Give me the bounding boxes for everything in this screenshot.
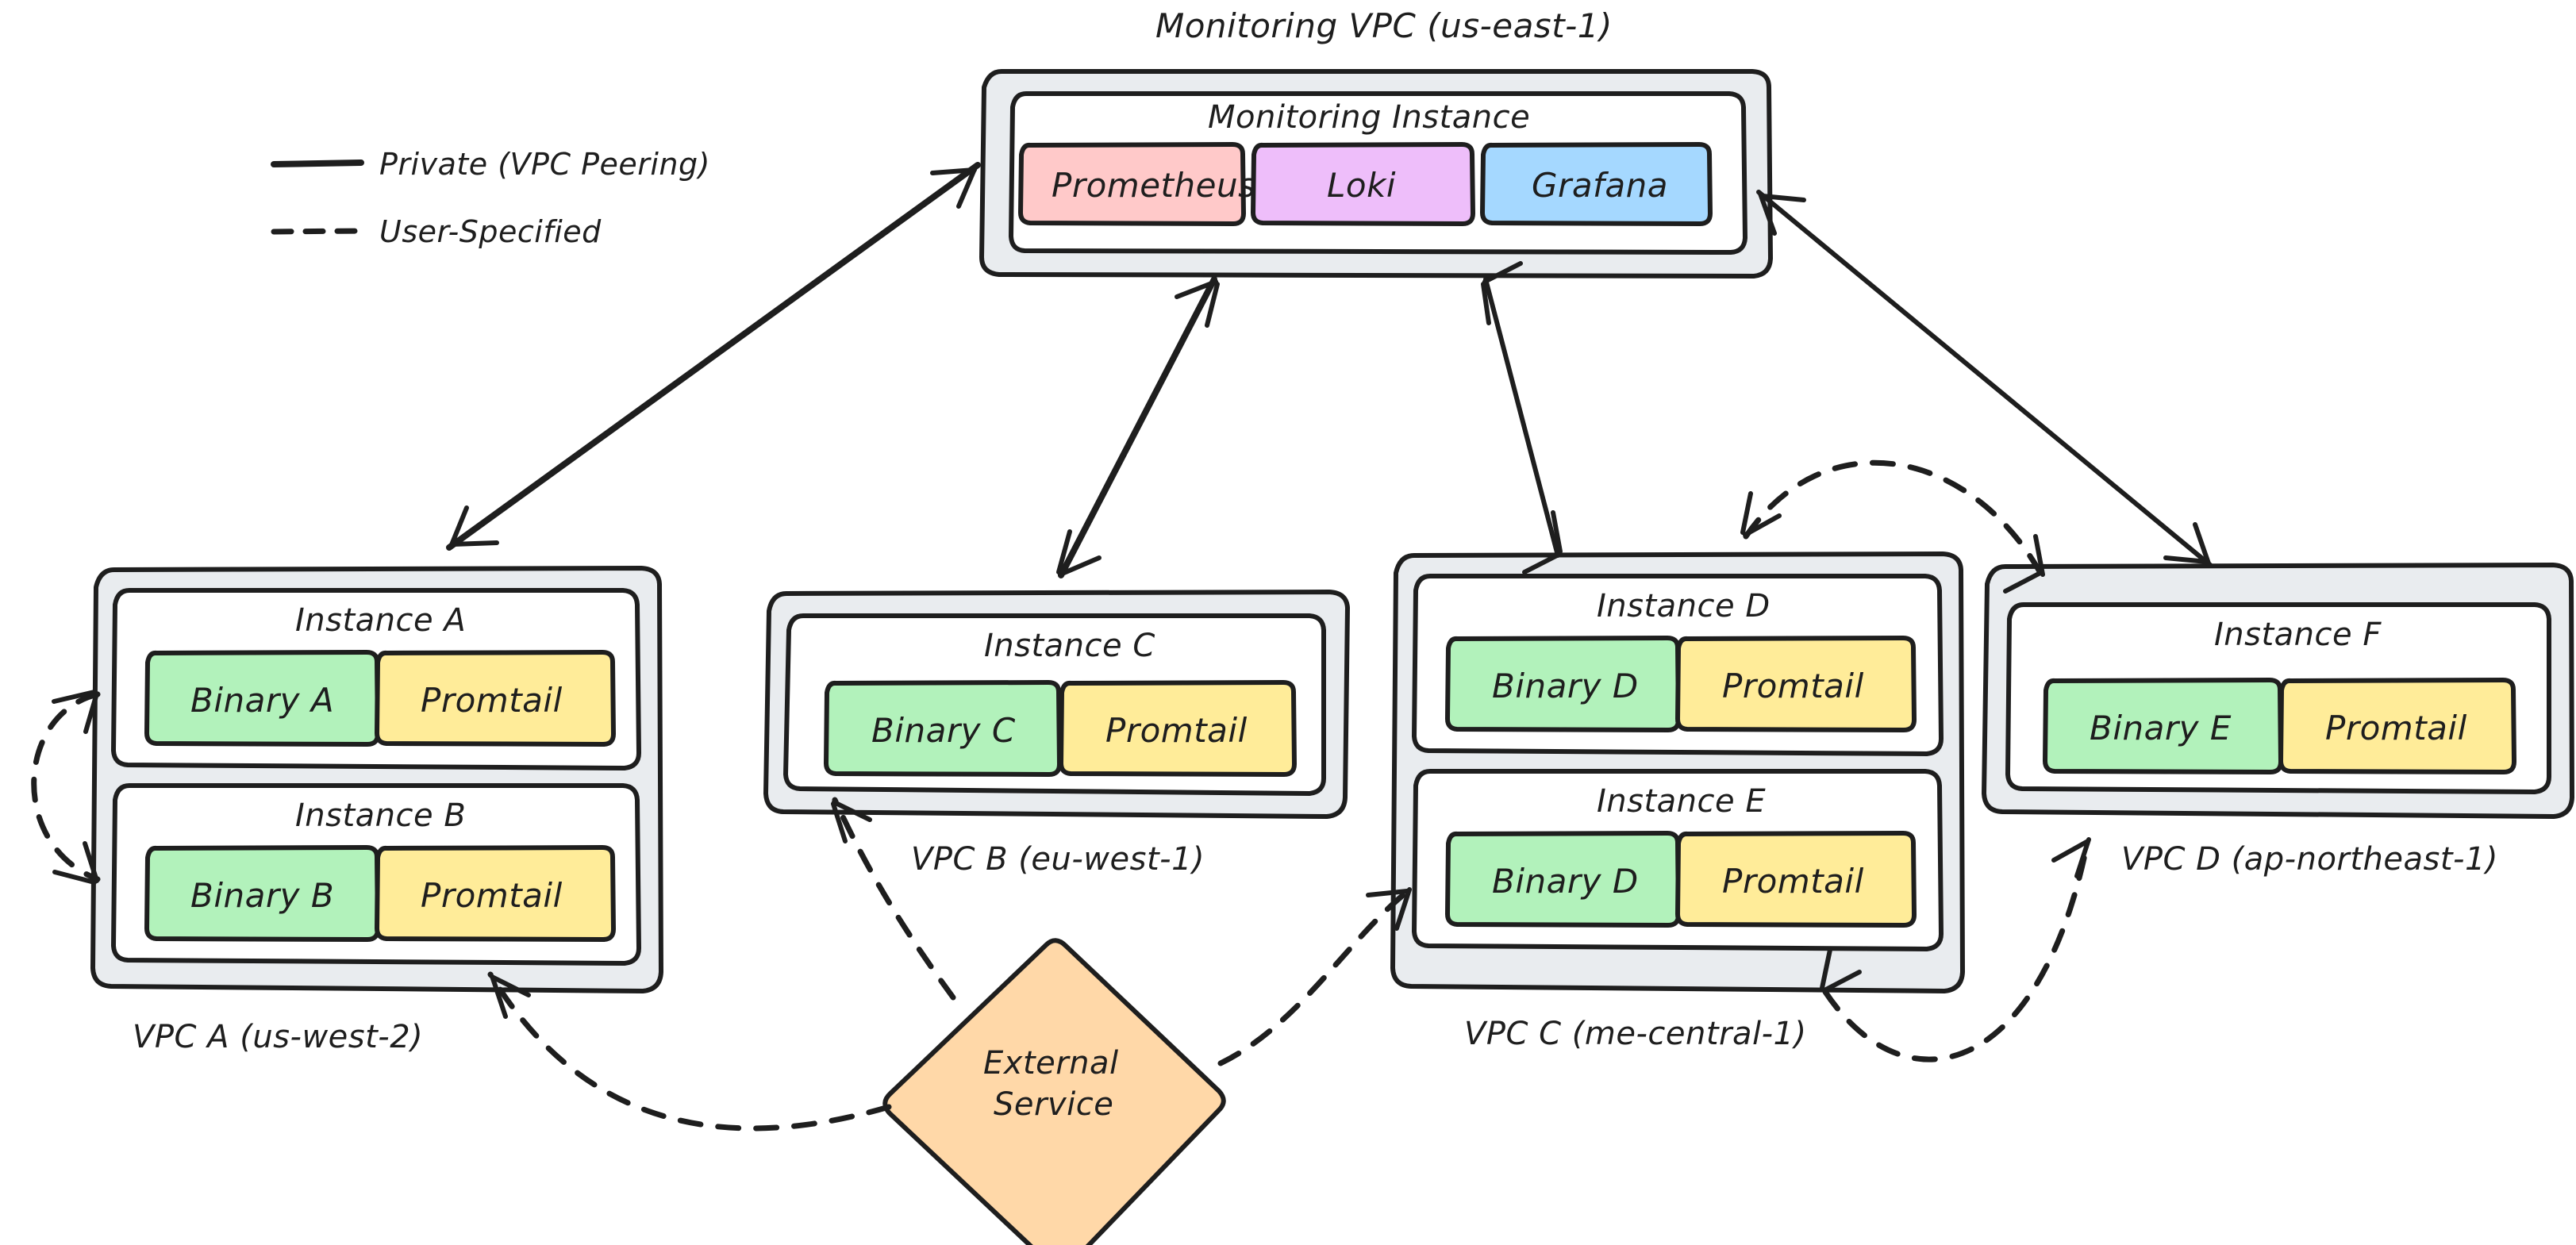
vpc-c-group[interactable]: VPC C (me-central-1) Instance D Binary D… xyxy=(1390,551,1965,1052)
instance-e-promtail-label: Promtail xyxy=(1722,862,1864,901)
instance-c-promtail[interactable]: Promtail xyxy=(1059,680,1297,777)
external-service-line2: Service xyxy=(994,1086,1113,1123)
instance-c-binary-label: Binary C xyxy=(871,711,1016,750)
service-loki[interactable]: Loki xyxy=(1251,142,1475,226)
instance-d-binary-label: Binary D xyxy=(1492,667,1639,705)
instance-f-promtail-label: Promtail xyxy=(2325,709,2467,747)
service-prometheus-label: Prometheus xyxy=(1052,166,1255,205)
instance-b-binary-label: Binary B xyxy=(190,876,334,915)
instance-d-promtail[interactable]: Promtail xyxy=(1675,636,1917,732)
instance-a-promtail[interactable]: Promtail xyxy=(375,650,616,747)
edge-vpc-c-vpc-d-top[interactable] xyxy=(1740,459,2045,594)
instance-e-binary-label: Binary D xyxy=(1492,862,1639,901)
edge-external-to-instance-e[interactable] xyxy=(1217,886,1414,1066)
vpc-b-group[interactable]: VPC B (eu-west-1) Instance C Binary C Pr… xyxy=(763,590,1350,878)
service-grafana[interactable]: Grafana xyxy=(1480,142,1713,226)
instance-f-promtail[interactable]: Promtail xyxy=(2278,678,2516,774)
edge-external-to-vpc-b[interactable] xyxy=(831,797,956,1001)
legend-private-label: Private (VPC Peering) xyxy=(379,147,710,182)
instance-b-binary[interactable]: Binary B xyxy=(144,845,380,942)
instance-e-promtail[interactable]: Promtail xyxy=(1675,831,1917,928)
instance-e-label: Instance E xyxy=(1597,783,1766,820)
instance-b-promtail-label: Promtail xyxy=(421,876,563,915)
edge-monitoring-to-vpc-a[interactable] xyxy=(446,162,981,551)
edge-monitoring-to-vpc-c[interactable] xyxy=(1481,261,1563,574)
instance-d-label: Instance D xyxy=(1597,588,1771,624)
monitoring-instance-label: Monitoring Instance xyxy=(1208,99,1530,136)
vpc-d-group[interactable]: VPC D (ap-northeast-1) Instance F Binary… xyxy=(1982,563,2574,878)
legend-solid-swatch xyxy=(271,159,364,167)
external-service-node[interactable]: External Service xyxy=(882,938,1226,1245)
service-prometheus[interactable]: Prometheus xyxy=(1018,142,1255,226)
instance-a-label: Instance A xyxy=(295,602,466,639)
instance-d-promtail-label: Promtail xyxy=(1722,667,1864,705)
instance-a-binary[interactable]: Binary A xyxy=(144,650,380,747)
edge-instance-a-instance-b[interactable] xyxy=(31,690,101,885)
instance-f-label: Instance F xyxy=(2214,617,2382,653)
external-service-line1: External xyxy=(983,1045,1119,1082)
vpc-c-label: VPC C (me-central-1) xyxy=(1464,1016,1807,1052)
monitoring-vpc-label: Monitoring VPC (us-east-1) xyxy=(1155,6,1613,45)
vpc-a-group[interactable]: VPC A (us-west-2) Instance A Binary A Pr… xyxy=(90,566,663,1055)
instance-f-binary-label: Binary E xyxy=(2090,709,2232,747)
instance-b-label: Instance B xyxy=(295,797,466,834)
vpc-b-label: VPC B (eu-west-1) xyxy=(911,841,1205,878)
legend-dashed-swatch xyxy=(271,228,364,235)
service-loki-label: Loki xyxy=(1327,166,1396,205)
instance-c-label: Instance C xyxy=(984,628,1155,664)
legend: Private (VPC Peering) User-Specified xyxy=(271,147,710,249)
instance-b-promtail[interactable]: Promtail xyxy=(375,845,616,942)
instance-f-binary[interactable]: Binary E xyxy=(2043,678,2283,774)
instance-a-binary-label: Binary A xyxy=(190,681,334,720)
monitoring-vpc-group[interactable]: Monitoring VPC (us-east-1) Monitoring In… xyxy=(979,6,1773,279)
instance-c-binary[interactable]: Binary C xyxy=(824,680,1062,777)
vpc-d-label: VPC D (ap-northeast-1) xyxy=(2121,841,2498,878)
instance-d-binary[interactable]: Binary D xyxy=(1445,636,1681,732)
instance-a-promtail-label: Promtail xyxy=(421,681,563,720)
legend-user-specified-label: User-Specified xyxy=(379,214,602,249)
instance-c-promtail-label: Promtail xyxy=(1105,711,1248,750)
edge-vpc-c-vpc-d-bottom[interactable] xyxy=(1820,837,2091,1062)
edge-external-to-vpc-a[interactable] xyxy=(487,971,892,1132)
edge-monitoring-to-vpc-b[interactable] xyxy=(1056,276,1220,578)
vpc-a-label: VPC A (us-west-2) xyxy=(133,1019,423,1055)
instance-e-binary[interactable]: Binary D xyxy=(1445,831,1681,928)
edge-monitoring-to-vpc-d[interactable] xyxy=(1756,190,2213,567)
service-grafana-label: Grafana xyxy=(1532,166,1668,205)
